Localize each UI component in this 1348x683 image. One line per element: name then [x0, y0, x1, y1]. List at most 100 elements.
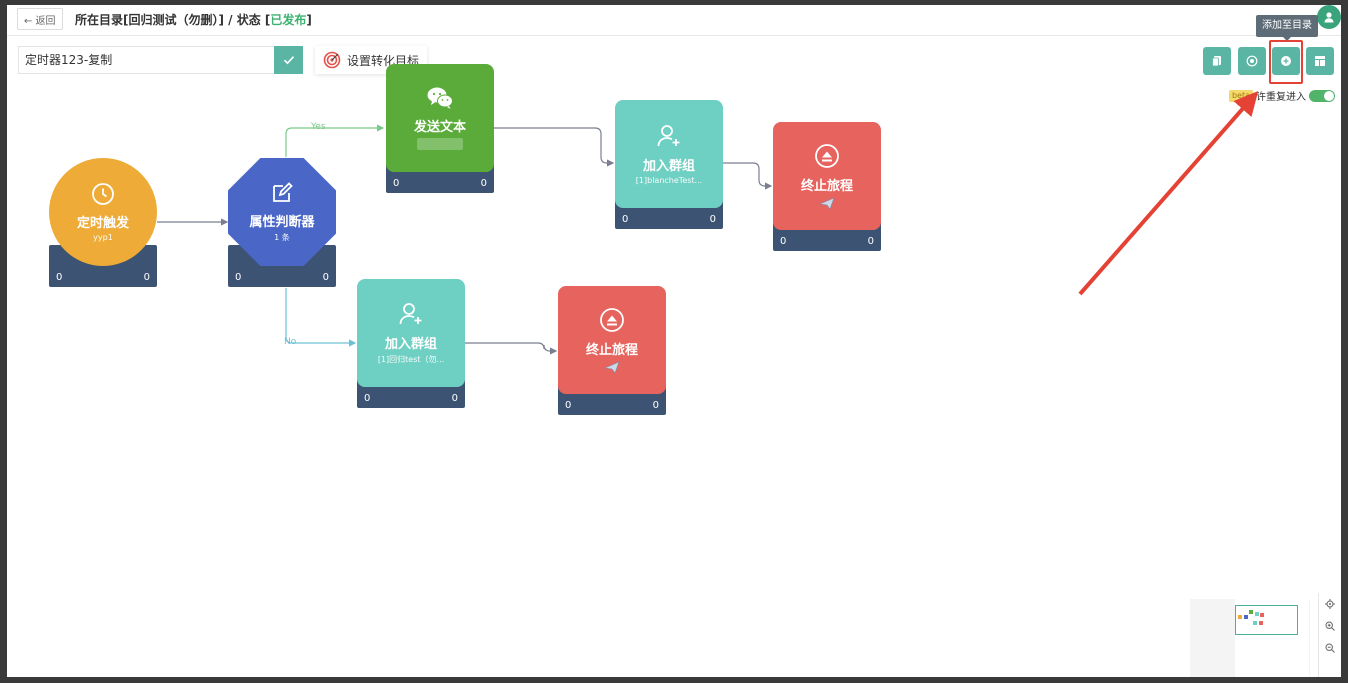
record-button[interactable] — [1238, 47, 1266, 75]
add-to-catalog-tooltip: 添加至目录 — [1256, 15, 1318, 41]
count-in: 0 — [56, 272, 63, 283]
count-in: 0 — [780, 236, 787, 247]
add-user-icon — [657, 125, 680, 147]
journey-name-value: 定时器123-复制 — [25, 53, 113, 67]
locate-icon — [1325, 599, 1335, 609]
node-body: 定时触发 yyp1 — [49, 158, 157, 266]
confirm-button[interactable] — [274, 46, 303, 74]
zoom-controls — [1318, 593, 1341, 677]
back-label: ← 返回 — [24, 15, 56, 27]
plane-icon — [819, 196, 835, 210]
zoom-in-button[interactable] — [1319, 615, 1341, 637]
plane-icon — [604, 360, 620, 374]
minimap-node — [1244, 615, 1248, 619]
copy-icon — [1212, 56, 1221, 67]
node-title: 终止旅程 — [800, 178, 853, 194]
node-title: 加入群组 — [384, 337, 437, 352]
back-button[interactable]: ← 返回 — [17, 8, 63, 30]
node-body: 发送文本 — [386, 64, 494, 172]
eject-icon — [815, 143, 839, 168]
node-title: 加入群组 — [642, 159, 695, 174]
avatar[interactable] — [1317, 5, 1341, 29]
breadcrumb: 所在目录[回归测试（勿删）] / 状态 [已发布] — [75, 11, 312, 28]
layout-icon — [1315, 56, 1325, 66]
user-icon — [1324, 12, 1334, 23]
count-out: 0 — [480, 178, 487, 189]
minimap-node — [1260, 613, 1264, 617]
check-icon — [283, 56, 294, 65]
node-body: 属性判断器 1 条 — [228, 158, 336, 266]
journey-name-input[interactable]: 定时器123-复制 — [18, 46, 274, 74]
repeat-toggle[interactable] — [1309, 89, 1335, 102]
minimap-node — [1255, 612, 1259, 616]
locate-button[interactable] — [1319, 593, 1341, 615]
minimap[interactable] — [1190, 599, 1310, 677]
count-in: 0 — [393, 178, 400, 189]
node-title: 定时触发 — [76, 216, 129, 231]
node-subtitle: [1]blancheTest... — [635, 176, 703, 185]
breadcrumb-prefix: 所在目录[回归测试（勿删）] / 状态 [ — [75, 13, 271, 27]
minimap-node — [1249, 610, 1253, 614]
count-in: 0 — [364, 393, 371, 404]
node-subtitle: yyp1 — [93, 233, 113, 242]
node-join-group-1[interactable]: 0 0 加入群组 [1]blancheTest... — [615, 100, 723, 229]
zoom-out-button[interactable] — [1319, 637, 1341, 659]
node-subtitle: 1 条 — [274, 233, 290, 242]
edit-icon — [273, 182, 293, 202]
add-catalog-icon — [1281, 56, 1291, 66]
status-badge: 已发布 — [270, 13, 307, 27]
count-out: 0 — [709, 214, 716, 225]
node-timer-trigger[interactable]: 0 0 定时触发 yyp1 — [49, 158, 157, 287]
zoom-in-icon — [1325, 621, 1335, 631]
node-body: 加入群组 [1]blancheTest... — [615, 100, 723, 208]
flow-connectors — [157, 90, 1259, 355]
count-out: 0 — [652, 400, 659, 411]
edge-join2-stop2 — [465, 342, 558, 355]
target-icon — [323, 51, 341, 69]
zoom-out-icon — [1325, 643, 1335, 653]
node-join-group-2[interactable]: 0 0 加入群组 [1]回归test（勿... — [357, 279, 465, 408]
yes-label: Yes — [311, 122, 326, 132]
count-out: 0 — [322, 272, 329, 283]
copy-button[interactable] — [1203, 47, 1231, 75]
minimap-canvas — [1235, 599, 1309, 677]
header-bar: ← 返回 所在目录[回归测试（勿删）] / 状态 [已发布] — [7, 5, 1341, 36]
node-subtitle: [1]回归test（勿... — [377, 355, 445, 364]
minimap-viewport[interactable] — [1235, 605, 1298, 635]
node-body: 终止旅程 — [773, 122, 881, 230]
count-out: 0 — [451, 393, 458, 404]
highlight-box — [1269, 40, 1303, 84]
minimap-node — [1253, 621, 1257, 625]
node-send-text[interactable]: 0 0 发送文本 — [386, 64, 494, 193]
add-to-catalog-button[interactable] — [1272, 47, 1300, 75]
edge-join-stop1 — [723, 162, 773, 190]
node-title: 发送文本 — [413, 120, 466, 135]
journey-editor: ← 返回 所在目录[回归测试（勿删）] / 状态 [已发布] 定时器123-复制… — [7, 5, 1341, 677]
node-stop-journey-1[interactable]: 0 0 终止旅程 — [773, 122, 881, 251]
count-out: 0 — [867, 236, 874, 247]
minimap-node — [1238, 615, 1242, 619]
count-in: 0 — [565, 400, 572, 411]
record-icon — [1246, 55, 1258, 67]
count-out: 0 — [143, 272, 150, 283]
wechat-icon — [427, 87, 453, 109]
edge-send-join — [494, 127, 615, 167]
clock-icon — [92, 183, 114, 205]
layout-button[interactable] — [1306, 47, 1334, 75]
edge-no — [285, 288, 357, 347]
minimap-node — [1259, 621, 1263, 625]
node-stop-journey-2[interactable]: 0 0 终止旅程 — [558, 286, 666, 415]
count-in: 0 — [235, 272, 242, 283]
annotation-arrow — [1078, 90, 1259, 296]
no-label: No — [284, 337, 297, 347]
node-body: 加入群组 [1]回归test（勿... — [357, 279, 465, 387]
node-body: 终止旅程 — [558, 286, 666, 394]
repeat-label: 许重复进入 — [1256, 92, 1306, 103]
node-title: 终止旅程 — [585, 342, 638, 358]
breadcrumb-suffix: ] — [306, 13, 312, 27]
count-in: 0 — [622, 214, 629, 225]
eject-icon — [600, 307, 624, 332]
node-attribute-judge[interactable]: 0 0 属性判断器 1 条 — [228, 158, 336, 287]
add-user-icon — [399, 303, 422, 325]
node-title: 属性判断器 — [249, 215, 315, 230]
